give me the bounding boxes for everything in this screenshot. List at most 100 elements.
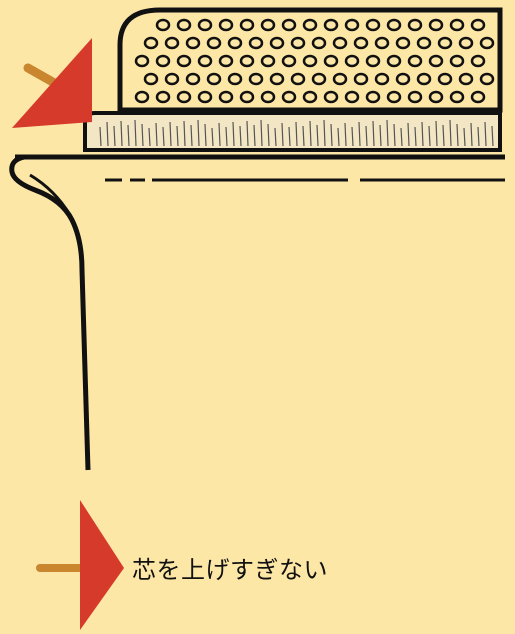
- perforation-hole: [449, 54, 465, 68]
- perforation-hole: [281, 90, 297, 104]
- perforation-hole: [344, 90, 360, 104]
- perforation-hole: [407, 90, 423, 104]
- perforation-hole: [260, 90, 276, 104]
- perforation-hole: [227, 72, 243, 86]
- perforation-hole: [206, 36, 222, 50]
- hatch-line: [155, 122, 158, 147]
- perforation-hole: [344, 18, 360, 32]
- perforation-hole: [353, 36, 369, 50]
- hatch-line: [421, 121, 424, 147]
- perforation-hole: [143, 36, 159, 50]
- hatch-line: [477, 126, 480, 147]
- hatch-line: [372, 120, 375, 147]
- perforation-hole: [248, 72, 264, 86]
- perforation-hole: [155, 90, 171, 104]
- perforation-hole: [386, 54, 402, 68]
- perforation-hole: [134, 90, 150, 104]
- perforation-hole: [176, 54, 192, 68]
- hatch-line: [260, 119, 263, 147]
- hatch-line: [267, 123, 270, 147]
- hatch-line: [148, 127, 151, 147]
- hatch-line: [246, 120, 249, 147]
- red-arrow-icon: [12, 38, 92, 128]
- perforation-hole: [302, 18, 318, 32]
- perforation-hole: [344, 54, 360, 68]
- hatch-line: [197, 119, 200, 147]
- perforation-hole: [458, 36, 474, 50]
- red-arrow-icon: [36, 500, 124, 630]
- hatch-line: [386, 119, 389, 147]
- hatch-line: [309, 120, 312, 147]
- hatch-line: [449, 119, 452, 147]
- perforation-hole: [365, 18, 381, 32]
- hatch-line: [337, 127, 340, 147]
- perforation-hole: [155, 18, 171, 32]
- perforation-hole: [332, 72, 348, 86]
- hatch-line: [204, 123, 207, 147]
- hatch-line: [435, 120, 438, 147]
- hatch-line: [176, 125, 179, 147]
- perforation-hole: [197, 54, 213, 68]
- hatch-line: [253, 124, 256, 147]
- hatch-line: [218, 122, 221, 147]
- hatch-line: [127, 124, 130, 147]
- perforation-hole: [407, 18, 423, 32]
- hatch-line: [344, 122, 347, 147]
- perforation-hole: [428, 90, 444, 104]
- perforation-hole: [416, 36, 432, 50]
- perforation-hole: [395, 36, 411, 50]
- perforation-hole: [416, 72, 432, 86]
- lip-inner-line: [29, 173, 72, 216]
- perforation-hole: [449, 18, 465, 32]
- hatch-line: [113, 125, 116, 147]
- perforation-hole: [470, 18, 486, 32]
- perforation-hole: [365, 90, 381, 104]
- perforation-hole: [248, 36, 264, 50]
- hatch-line: [120, 120, 123, 147]
- perforation-hole: [449, 90, 465, 104]
- perforated-cylinder: [117, 7, 503, 113]
- hatch-line: [442, 124, 445, 147]
- perforation-hole: [353, 72, 369, 86]
- perforation-hole: [281, 54, 297, 68]
- perforation-hole: [437, 72, 453, 86]
- perforation-hole: [269, 36, 285, 50]
- hatch-line: [134, 119, 137, 147]
- perforation-hole: [155, 54, 171, 68]
- perforation-hole: [218, 90, 234, 104]
- hatch-line: [141, 123, 144, 147]
- hatch-line: [323, 119, 326, 147]
- perforation-hole: [428, 54, 444, 68]
- perforation-hole: [176, 18, 192, 32]
- hatch-line: [484, 121, 487, 147]
- perforation-hole: [218, 54, 234, 68]
- perforation-hole: [269, 72, 285, 86]
- perforation-holes: [134, 18, 495, 104]
- caption-text: 芯を上げすぎない: [132, 556, 328, 584]
- hatch-line: [302, 125, 305, 147]
- hatch-line: [456, 123, 459, 147]
- perforation-hole: [407, 54, 423, 68]
- perforation-hole: [134, 54, 150, 68]
- perforation-hole: [386, 90, 402, 104]
- perforation-hole: [260, 18, 276, 32]
- perforation-hole: [290, 72, 306, 86]
- perforation-hole: [311, 72, 327, 86]
- hatch-line: [106, 121, 109, 147]
- container-wall: [9, 154, 91, 471]
- hatch-line: [183, 120, 186, 147]
- perforation-hole: [386, 18, 402, 32]
- wick-band: [83, 111, 502, 152]
- perforation-hole: [218, 18, 234, 32]
- hatch-line: [365, 125, 368, 147]
- perforation-hole: [323, 90, 339, 104]
- hatch-line: [379, 124, 382, 147]
- perforation-hole: [332, 36, 348, 50]
- hatch-line: [239, 125, 242, 147]
- perforation-hole: [323, 18, 339, 32]
- hatch-line: [407, 122, 410, 147]
- perforation-hole: [290, 36, 306, 50]
- wick-hatching: [99, 119, 494, 147]
- hatch-line: [225, 126, 228, 147]
- perforation-hole: [479, 36, 495, 50]
